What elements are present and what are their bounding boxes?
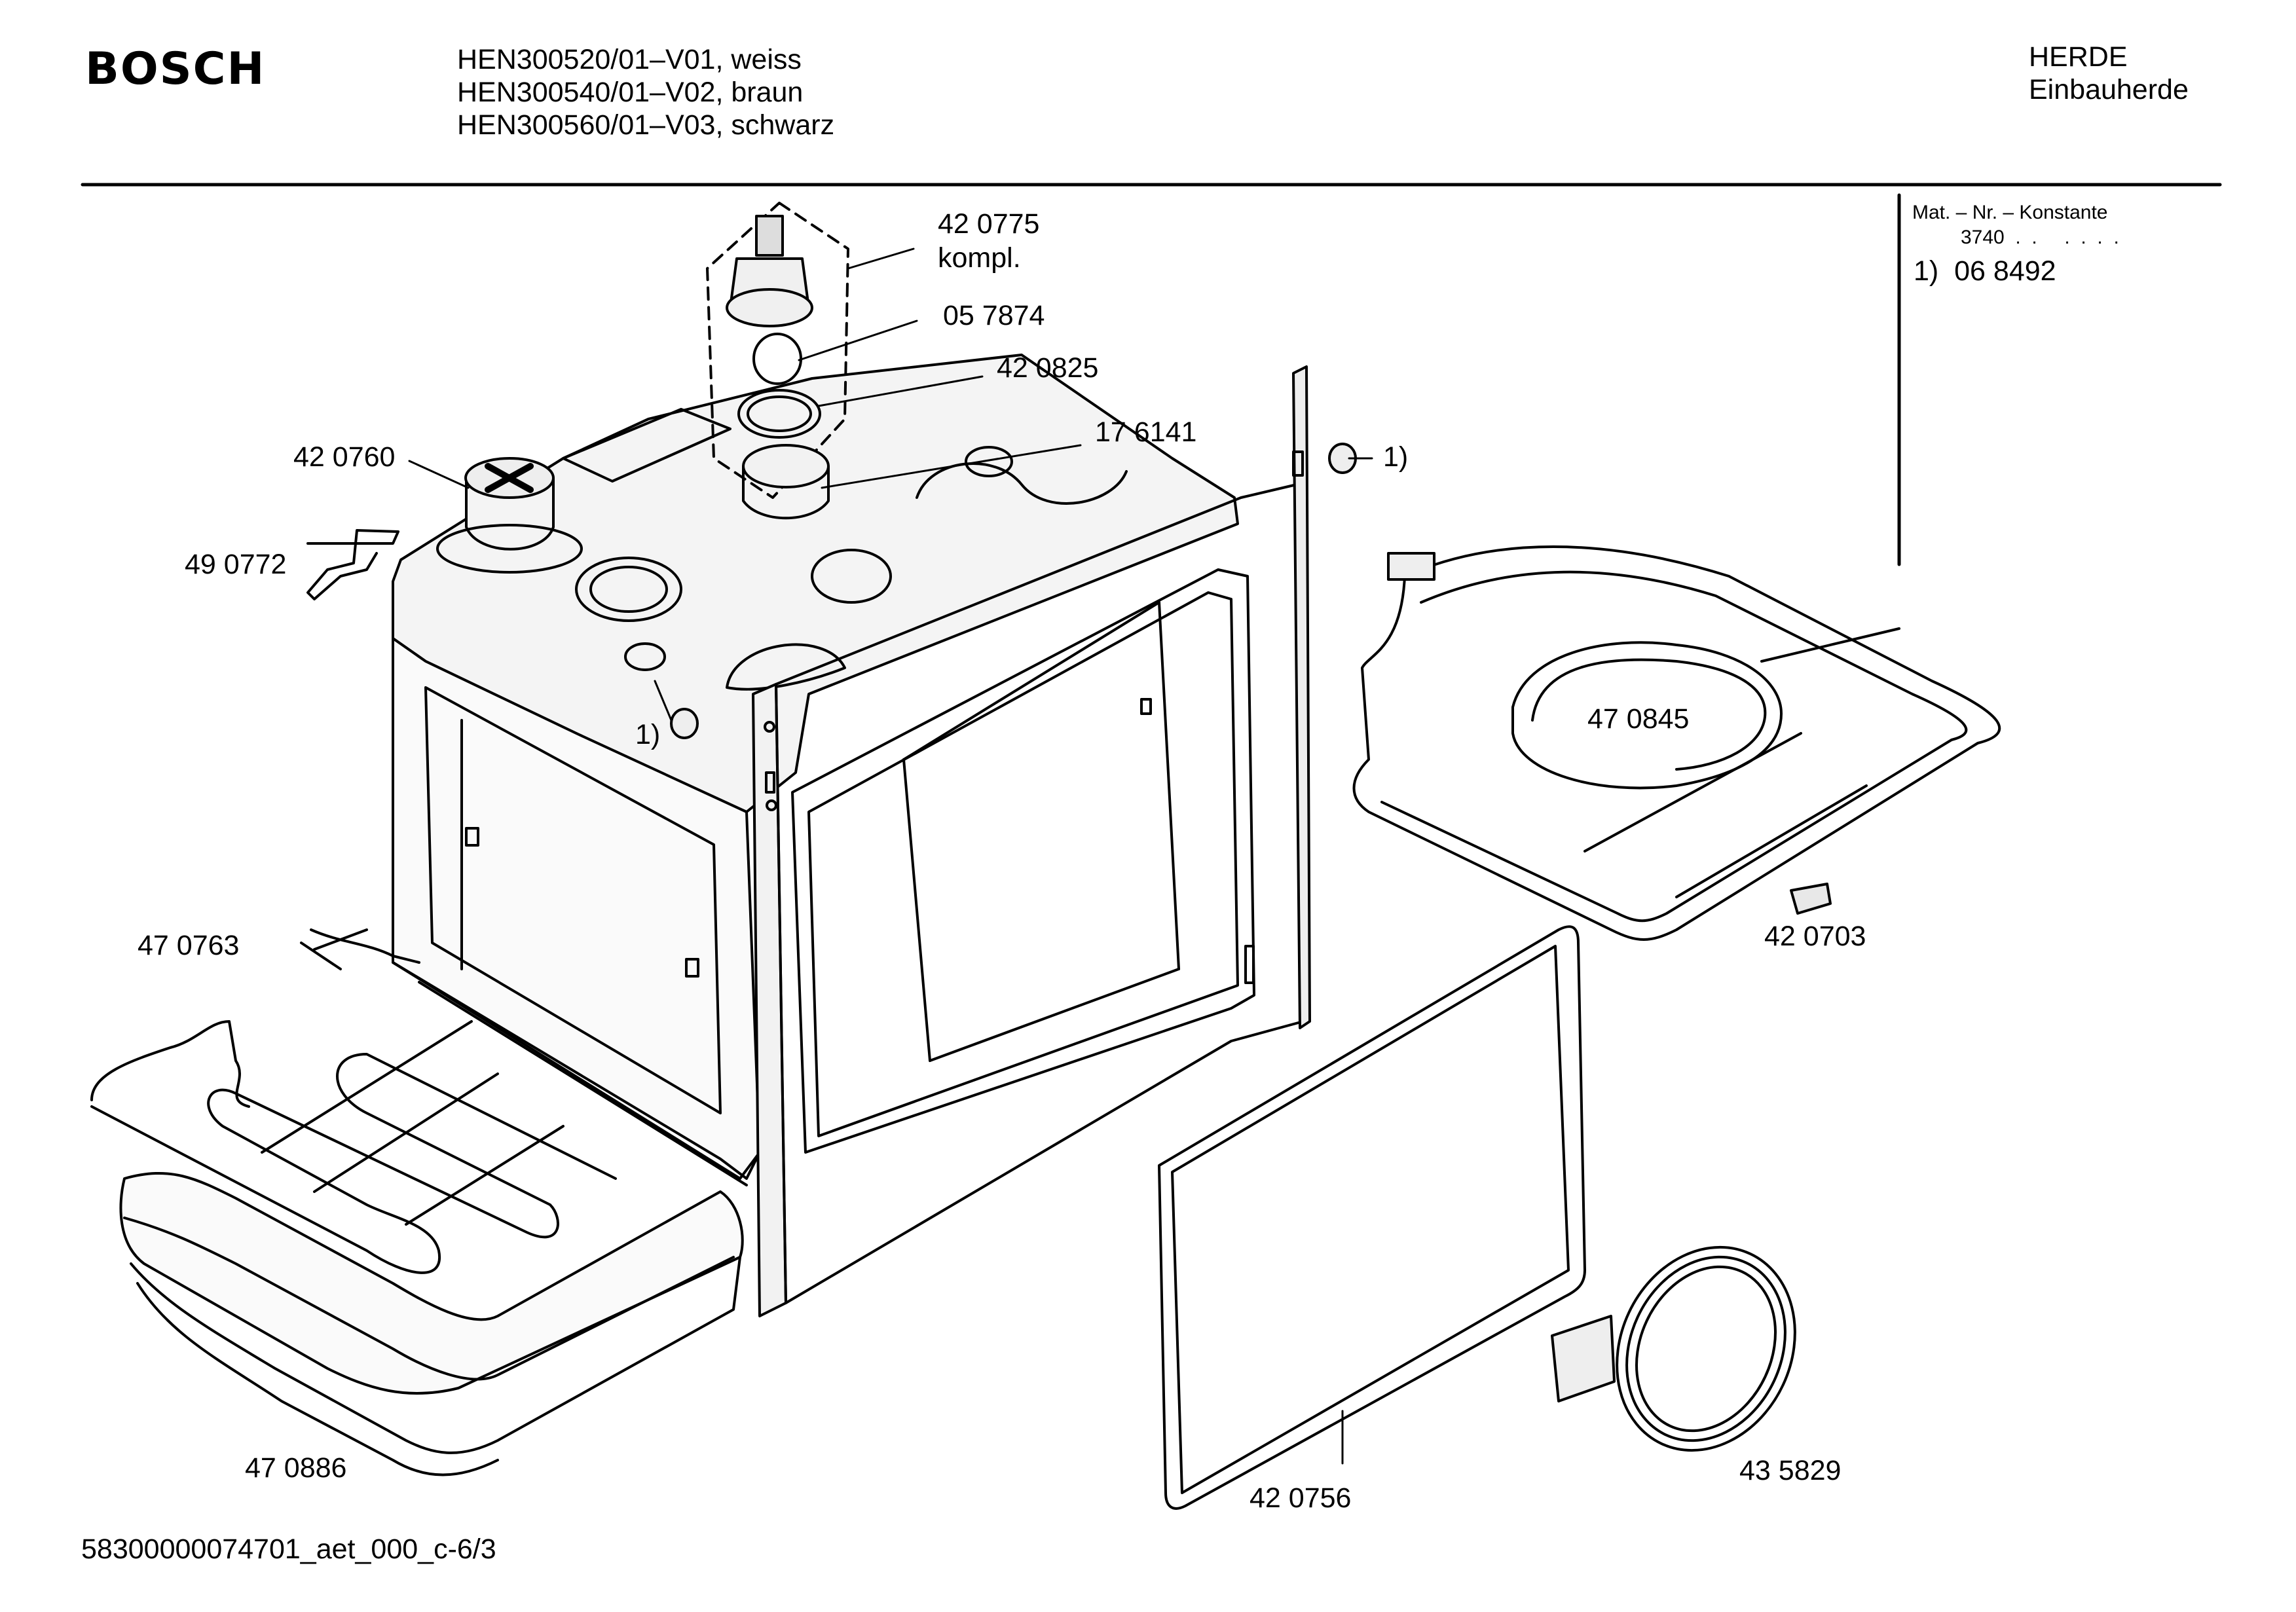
mat-info-note: 1) 06 8492 xyxy=(1914,255,2056,287)
lamp-assembly xyxy=(706,202,849,520)
part-label-420760: 42 0760 xyxy=(293,441,396,473)
part-label-420775: 42 0775 xyxy=(938,208,1040,240)
ring-heating-element xyxy=(1551,1245,1796,1452)
part-label-420703: 42 0703 xyxy=(1764,921,1866,952)
part-label-176141: 17 6141 xyxy=(1095,416,1197,448)
door-seal xyxy=(1158,925,1586,1510)
part-label-435829: 43 5829 xyxy=(1739,1455,1842,1486)
insulation-mat xyxy=(119,1171,744,1476)
part-label-057874: 05 7874 xyxy=(943,300,1045,331)
front-frame xyxy=(752,365,1311,1317)
subcategory-title: Einbauherde xyxy=(2029,74,2189,105)
document-code: 58300000074701_aet_000_c-6/3 xyxy=(81,1533,496,1565)
mat-info-heading: Mat. – Nr. – Konstante xyxy=(1912,202,2108,223)
part-label-470886: 47 0886 xyxy=(245,1452,347,1484)
bushing-left xyxy=(670,708,699,739)
part-label-420756: 42 0756 xyxy=(1250,1482,1352,1514)
part-label-470763: 47 0763 xyxy=(138,930,240,961)
bottom-heating-element xyxy=(90,928,617,1274)
leader-lines xyxy=(408,247,1373,1465)
clip-bracket xyxy=(306,529,399,600)
part-label-490772: 49 0772 xyxy=(185,549,287,580)
top-heating-element xyxy=(1352,545,2001,941)
motor-cap xyxy=(436,457,583,574)
bracket-420703 xyxy=(1790,883,1832,915)
part-label-kompl: kompl. xyxy=(938,242,1021,274)
model-line-2: HEN300540/01–V02, braun xyxy=(457,77,804,108)
part-label-note-right: 1) xyxy=(1383,441,1409,473)
brand-logo: BOSCH xyxy=(85,43,266,95)
mat-info-constant: 3740 . . . . . . xyxy=(1961,227,2119,248)
part-label-470845: 47 0845 xyxy=(1587,703,1690,735)
oven-cavity xyxy=(392,354,1239,1186)
part-label-420825: 42 0825 xyxy=(997,352,1099,384)
model-line-1: HEN300520/01–V01, weiss xyxy=(457,44,802,75)
category-title: HERDE xyxy=(2029,41,2128,73)
model-line-3: HEN300560/01–V03, schwarz xyxy=(457,109,835,141)
part-label-note-left: 1) xyxy=(635,719,661,750)
